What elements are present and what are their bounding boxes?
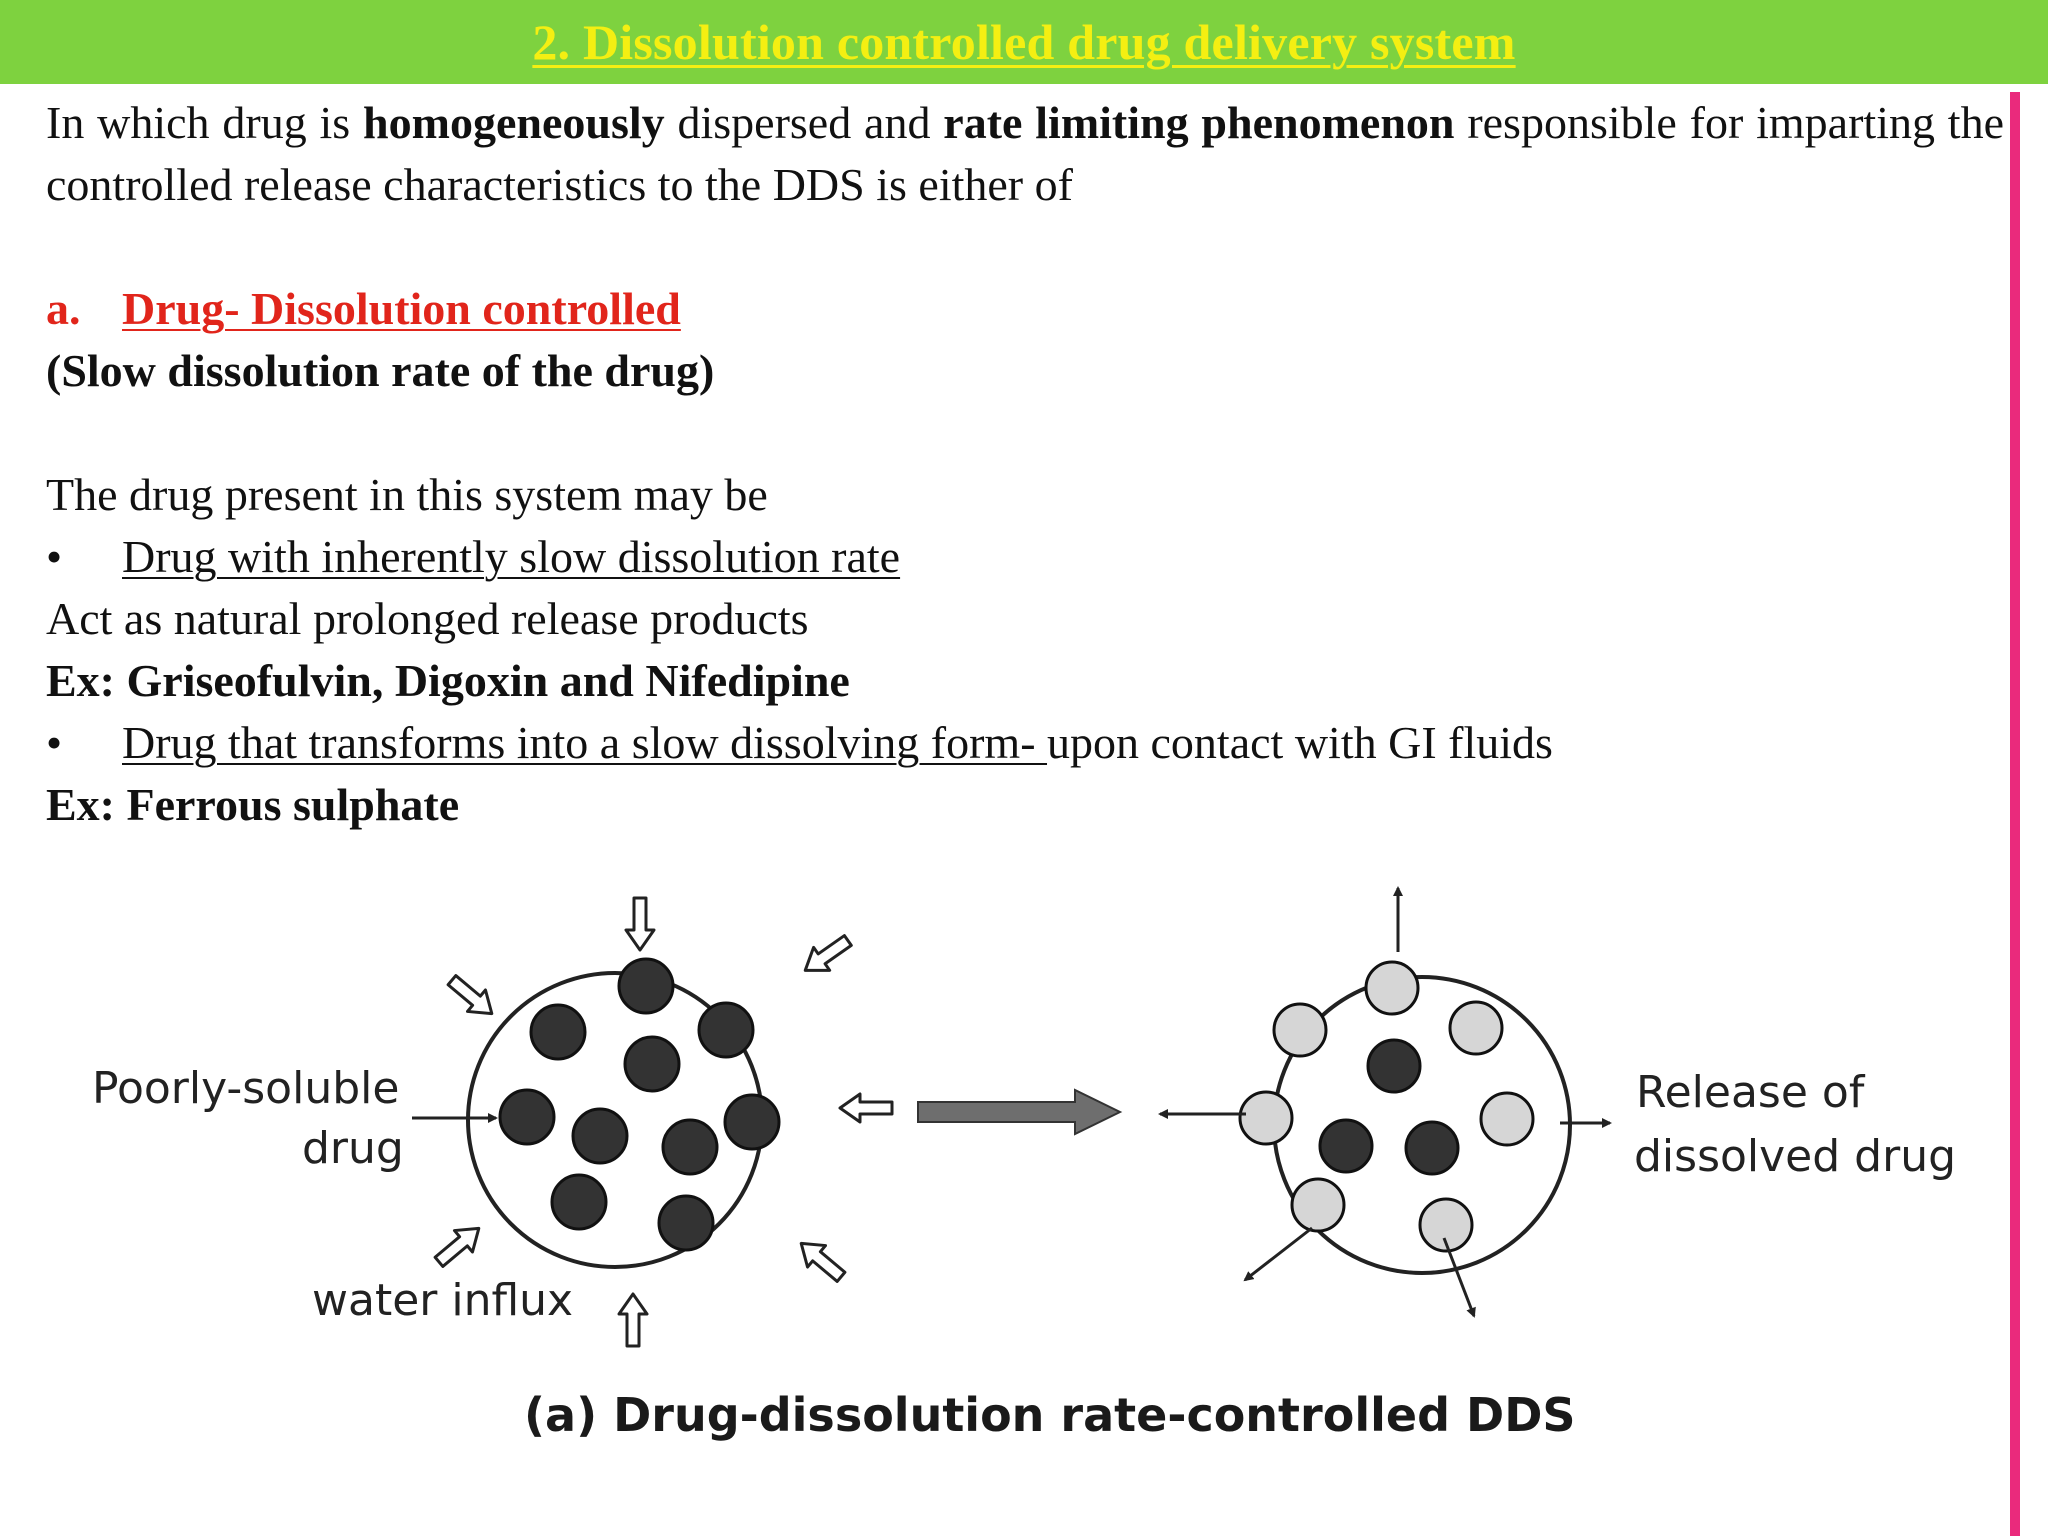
dissolved-particle	[1364, 960, 1420, 1016]
undissolved-particle	[723, 1093, 781, 1151]
example-2: Ex: Ferrous sulphate	[46, 774, 2004, 836]
intro-bold-2: rate limiting phenomenon	[943, 97, 1455, 148]
bullet-dot-icon: •	[46, 531, 63, 582]
dissolved-particle	[1238, 1090, 1294, 1146]
water-influx-arrows	[433, 896, 894, 1348]
intro-text-3: responsible for imparting the controlled…	[46, 97, 2005, 210]
undissolved-particle	[697, 1001, 755, 1059]
bullet-1-text: Drug with inherently slow dissolution ra…	[122, 531, 901, 582]
label-drug: drug	[302, 1123, 404, 1174]
intro-text-2: dispersed and	[664, 97, 944, 148]
figure-caption: (a) Drug-dissolution rate-controlled DDS	[524, 1388, 1576, 1442]
hollow-arrow-icon	[799, 1241, 847, 1283]
undissolved-particle	[623, 1035, 681, 1093]
bullet-item-2: • Drug that transforms into a slow dissol…	[46, 712, 2004, 774]
undissolved-particle	[498, 1088, 556, 1146]
dissolution-diagram: Poorly-soluble drug water influx Release…	[0, 840, 2048, 1460]
undissolved-particle	[657, 1194, 715, 1252]
label-release-of: Release of	[1636, 1067, 1865, 1118]
section-a-marker: a.	[46, 283, 81, 334]
section-a-subheading: (Slow dissolution rate of the drug)	[46, 340, 2004, 402]
release-arrow-icon	[1243, 1226, 1313, 1282]
label-dissolved-drug: dissolved drug	[1634, 1131, 1957, 1182]
slide-body: In which drug is homogeneously dispersed…	[46, 92, 2004, 836]
undissolved-particle	[1366, 1038, 1422, 1094]
example-2-text: Ex: Ferrous sulphate	[46, 779, 460, 830]
bullet-2-underlined: Drug that transforms into a slow dissolv…	[122, 717, 1048, 768]
section-a-subheading-text: (Slow dissolution rate of the drug)	[46, 345, 715, 396]
particles-after	[1238, 960, 1535, 1253]
dissolved-particle	[1479, 1091, 1535, 1147]
hollow-arrow-icon	[803, 934, 853, 972]
intro-paragraph: In which drug is homogeneously dispersed…	[46, 92, 2004, 216]
side-accent-rule	[2010, 92, 2020, 1536]
undissolved-particle	[617, 957, 675, 1015]
slide-title: 2. Dissolution controlled drug delivery …	[532, 14, 1516, 70]
title-bar: 2. Dissolution controlled drug delivery …	[0, 0, 2048, 84]
note-1: Act as natural prolonged release product…	[46, 593, 809, 644]
undissolved-particle	[550, 1173, 608, 1231]
dissolved-particle	[1272, 1002, 1328, 1058]
label-poorly-soluble: Poorly-soluble	[92, 1063, 400, 1114]
transition-arrow-icon	[917, 1088, 1123, 1136]
example-1-text: Ex: Griseofulvin, Digoxin and Nifedipine	[46, 655, 850, 706]
hollow-arrow-icon	[624, 896, 656, 952]
dissolved-particle	[1448, 1000, 1504, 1056]
example-1: Ex: Griseofulvin, Digoxin and Nifedipine	[46, 650, 2004, 712]
bullet-item-1: • Drug with inherently slow dissolution r…	[46, 526, 2004, 588]
undissolved-particle	[661, 1118, 719, 1176]
diagram-graphic	[412, 886, 1612, 1348]
hollow-arrow-icon	[433, 1226, 481, 1268]
dissolved-particle	[1290, 1177, 1346, 1233]
undissolved-particles	[498, 957, 781, 1252]
hollow-arrow-icon	[446, 974, 494, 1016]
hollow-arrow-icon	[617, 1292, 649, 1348]
undissolved-particle	[529, 1003, 587, 1061]
dissolved-particle	[1418, 1197, 1474, 1253]
intro-text-1: In which drug is	[46, 97, 364, 148]
bullet-2-rest: upon contact with GI fluids	[1047, 717, 1553, 768]
hollow-arrow-icon	[838, 1092, 894, 1124]
undissolved-particle	[1318, 1118, 1374, 1174]
section-a-title: Drug- Dissolution controlled	[122, 283, 681, 334]
spacer	[46, 216, 2004, 278]
undissolved-particle	[1404, 1120, 1460, 1176]
intro-bold-1: homogeneously	[363, 97, 665, 148]
bullet-dot-icon: •	[46, 717, 63, 768]
section-a-heading: a. Drug- Dissolution controlled	[46, 278, 2004, 340]
spacer	[46, 402, 2004, 464]
release-arrows	[1158, 886, 1612, 1318]
lead-text: The drug present in this system may be	[46, 469, 768, 520]
undissolved-particle	[571, 1107, 629, 1165]
label-water-influx: water influx	[312, 1275, 574, 1326]
release-arrow-icon	[1442, 1237, 1476, 1318]
